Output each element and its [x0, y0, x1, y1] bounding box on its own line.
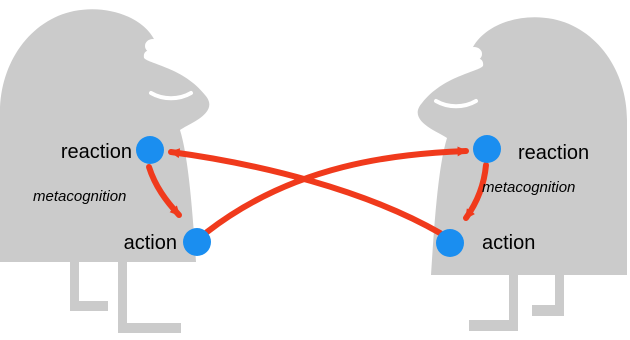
- right-metacognition-arrow: [463, 162, 489, 221]
- left-person-foot: [118, 323, 181, 333]
- right-metacognition-label: metacognition: [482, 179, 575, 196]
- right-action-label: action: [482, 232, 535, 254]
- left-action-to-right-reaction-arrow: [204, 146, 469, 235]
- arrows: [146, 146, 489, 236]
- right-reaction-node: [473, 135, 501, 163]
- left-action-node: [183, 228, 211, 256]
- labels: reaction metacognition action reaction m…: [33, 141, 589, 254]
- left-person-leg: [70, 260, 79, 311]
- left-metacognition-label: metacognition: [33, 188, 126, 205]
- left-person-leg: [118, 260, 127, 333]
- left-person-mouth: [149, 91, 193, 101]
- left-person-nose: [145, 39, 161, 53]
- left-reaction-node: [136, 136, 164, 164]
- left-action-label: action: [124, 232, 177, 254]
- nodes: [136, 135, 501, 257]
- right-person-mouth: [434, 99, 478, 109]
- right-person-silhouette: [417, 17, 627, 331]
- right-person-foot: [532, 305, 564, 316]
- right-person-foot: [469, 320, 518, 331]
- right-person-nose: [466, 47, 482, 61]
- right-action-to-left-reaction-arrow: [168, 148, 443, 236]
- right-person-leg: [509, 272, 518, 331]
- right-person-leg: [555, 272, 564, 316]
- left-person-silhouette: [0, 9, 210, 333]
- left-person-foot: [70, 301, 108, 311]
- left-metacognition-arrow: [146, 164, 182, 218]
- left-reaction-label: reaction: [61, 141, 132, 163]
- left-person-body: [0, 9, 210, 263]
- right-reaction-label: reaction: [518, 142, 589, 164]
- right-action-node: [436, 229, 464, 257]
